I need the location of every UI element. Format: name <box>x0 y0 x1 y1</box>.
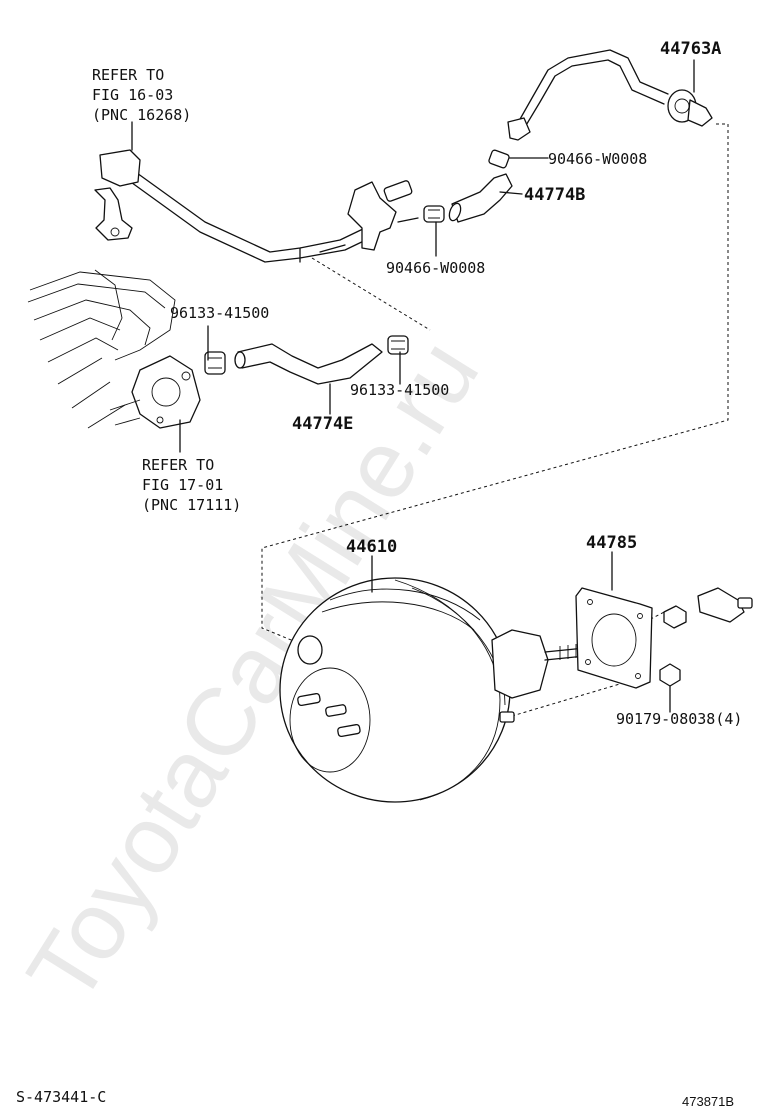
part-hose-upper-label: 44774B <box>524 185 585 205</box>
ref-bottom-line2: FIG 17-01 <box>142 476 223 494</box>
part-valve-label: 44763A <box>660 39 721 59</box>
manifold-flange <box>131 355 201 429</box>
valve-line <box>507 49 713 141</box>
part-clamp-right-label: 96133-41500 <box>350 381 449 399</box>
engine-manifold <box>27 269 201 429</box>
part-nut-label: 90179-08038(4) <box>616 710 742 728</box>
check-valve <box>667 89 713 127</box>
part-gasket-label: 44785 <box>586 533 637 553</box>
clamp-left <box>204 351 226 375</box>
part-clamp-upper-right-label: 90466-W0008 <box>548 150 647 168</box>
ref-top-line2: FIG 16-03 <box>92 86 173 104</box>
hose-upper <box>451 173 513 223</box>
clamp-right <box>387 335 409 355</box>
clamp-upper-mid <box>423 205 445 223</box>
fasteners <box>659 587 753 713</box>
ref-top-line3: (PNC 16268) <box>92 106 191 124</box>
leader-lines <box>131 59 695 593</box>
ref-top-line1: REFER TO <box>92 66 164 84</box>
vacuum-pipe-assembly <box>94 149 419 263</box>
ref-bottom-line1: REFER TO <box>142 456 214 474</box>
part-clamp-left-label: 96133-41500 <box>170 304 269 322</box>
upper-hose-group <box>423 149 513 223</box>
hose-lower <box>237 343 383 385</box>
nut-lower <box>659 663 681 687</box>
part-booster-label: 44610 <box>346 537 397 557</box>
footer-right-code: 473871B <box>682 1094 734 1109</box>
clamp-upper-right <box>488 149 510 169</box>
clevis <box>697 587 745 623</box>
part-hose-lower-label: 44774E <box>292 414 353 434</box>
gasket <box>575 587 653 689</box>
lower-hose-group <box>204 335 409 385</box>
nut-upper <box>663 605 687 629</box>
part-clamp-upper-mid-label: 90466-W0008 <box>386 259 485 277</box>
footer-left-code: S-473441-C <box>16 1088 106 1106</box>
brake-booster <box>279 577 586 803</box>
ref-bottom-line3: (PNC 17111) <box>142 496 241 514</box>
